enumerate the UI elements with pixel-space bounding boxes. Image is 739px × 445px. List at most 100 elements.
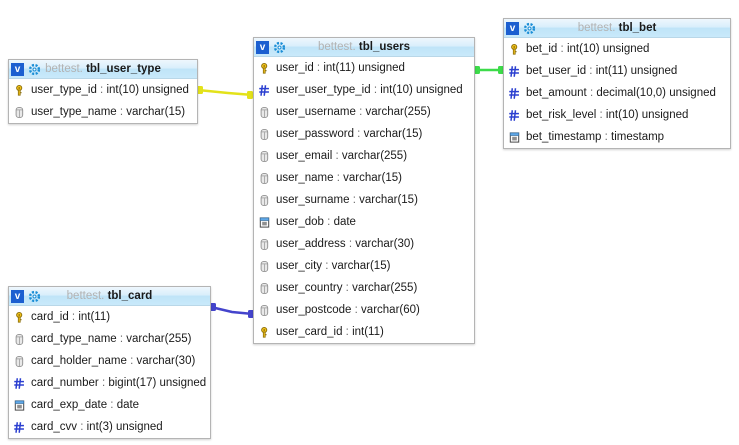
hash-icon bbox=[508, 87, 521, 100]
field-row-card_id[interactable]: card_id : int(11) bbox=[9, 306, 210, 328]
field-type: varchar(15) bbox=[359, 194, 418, 206]
field-row-bet_timestamp[interactable]: bet_timestamp : timestamp bbox=[504, 126, 730, 148]
field-label: user_type_name : varchar(15) bbox=[31, 106, 185, 118]
field-label: user_surname : varchar(15) bbox=[276, 194, 418, 206]
field-type: timestamp bbox=[611, 131, 665, 143]
table-name: tbl_card bbox=[107, 289, 153, 302]
field-type: varchar(15) bbox=[343, 172, 402, 184]
field-row-card_cvv[interactable]: card_cvv : int(3) unsigned bbox=[9, 416, 210, 438]
field-type: int(11) unsigned bbox=[595, 65, 678, 77]
field-separator: : bbox=[98, 377, 109, 389]
field-row-user_dob[interactable]: user_dob : date bbox=[254, 211, 474, 233]
key-icon bbox=[258, 62, 271, 75]
field-row-bet_amount[interactable]: bet_amount : decimal(10,0) unsigned bbox=[504, 82, 730, 104]
field-label: bet_amount : decimal(10,0) unsigned bbox=[526, 87, 716, 99]
field-row-user_username[interactable]: user_username : varchar(255) bbox=[254, 101, 474, 123]
field-type: varchar(60) bbox=[361, 304, 420, 316]
gear-icon[interactable] bbox=[273, 41, 286, 54]
table-title-tbl_users: bettest. tbl_users bbox=[254, 38, 474, 57]
field-row-card_number[interactable]: card_number : bigint(17) unsigned bbox=[9, 372, 210, 394]
field-label: card_exp_date : date bbox=[31, 399, 139, 411]
field-separator: : bbox=[349, 194, 360, 206]
field-separator: : bbox=[68, 311, 79, 323]
field-type: varchar(255) bbox=[341, 150, 408, 162]
column-icon bbox=[258, 150, 271, 163]
field-row-user_name[interactable]: user_name : varchar(15) bbox=[254, 167, 474, 189]
field-type: int(3) unsigned bbox=[86, 421, 163, 433]
field-label: card_id : int(11) bbox=[31, 311, 110, 323]
column-icon bbox=[258, 282, 271, 295]
field-type: date bbox=[333, 216, 356, 228]
field-name: card_type_name bbox=[31, 333, 117, 345]
column-icon bbox=[258, 304, 271, 317]
gear-icon[interactable] bbox=[28, 63, 41, 76]
field-row-card_type_name[interactable]: card_type_name : varchar(255) bbox=[9, 328, 210, 350]
field-label: card_cvv : int(3) unsigned bbox=[31, 421, 163, 433]
field-name: bet_amount bbox=[526, 87, 587, 99]
field-row-user_country[interactable]: user_country : varchar(255) bbox=[254, 277, 474, 299]
gear-icon[interactable] bbox=[28, 290, 41, 303]
field-row-card_exp_date[interactable]: card_exp_date : date bbox=[9, 394, 210, 416]
field-separator: : bbox=[322, 260, 332, 272]
field-row-user_type_id[interactable]: user_type_id : int(10) unsigned bbox=[9, 79, 197, 101]
hash-icon bbox=[508, 109, 521, 122]
field-row-card_holder_name[interactable]: card_holder_name : varchar(30) bbox=[9, 350, 210, 372]
field-row-user_password[interactable]: user_password : varchar(15) bbox=[254, 123, 474, 145]
column-icon bbox=[258, 128, 271, 141]
field-name: card_number bbox=[31, 377, 99, 389]
field-row-user_type_name[interactable]: user_type_name : varchar(15) bbox=[9, 101, 197, 123]
relationship-rel-card-user[interactable] bbox=[210, 303, 254, 318]
field-row-user_city[interactable]: user_city : varchar(15) bbox=[254, 255, 474, 277]
key-icon bbox=[508, 43, 521, 56]
field-type: decimal(10,0) unsigned bbox=[596, 87, 716, 99]
field-label: bet_user_id : int(11) unsigned bbox=[526, 65, 677, 77]
column-icon bbox=[258, 260, 271, 273]
field-row-user_id[interactable]: user_id : int(11) unsigned bbox=[254, 57, 474, 79]
field-type: int(10) unsigned bbox=[106, 84, 189, 96]
field-type: int(10) unsigned bbox=[566, 43, 650, 55]
field-row-bet_user_id[interactable]: bet_user_id : int(11) unsigned bbox=[504, 60, 730, 82]
field-separator: : bbox=[601, 131, 612, 143]
field-name: user_card_id bbox=[276, 326, 343, 338]
field-separator: : bbox=[332, 150, 342, 162]
field-row-user_email[interactable]: user_email : varchar(255) bbox=[254, 145, 474, 167]
relationship-rel-user-type[interactable] bbox=[197, 86, 254, 99]
field-separator: : bbox=[333, 172, 344, 184]
field-row-user_address[interactable]: user_address : varchar(30) bbox=[254, 233, 474, 255]
field-type: int(10) unsigned bbox=[380, 84, 463, 96]
field-type: varchar(30) bbox=[355, 238, 415, 250]
v-badge-icon: v bbox=[11, 62, 24, 76]
field-type: varchar(30) bbox=[136, 355, 196, 367]
field-row-user_card_id[interactable]: user_card_id : int(11) bbox=[254, 321, 474, 343]
field-type: int(11) bbox=[78, 311, 111, 323]
field-label: user_postcode : varchar(60) bbox=[276, 304, 420, 316]
field-label: card_type_name : varchar(255) bbox=[31, 333, 191, 345]
field-row-user_postcode[interactable]: user_postcode : varchar(60) bbox=[254, 299, 474, 321]
field-separator: : bbox=[586, 65, 596, 77]
hash-icon bbox=[258, 84, 271, 97]
field-separator: : bbox=[596, 109, 606, 121]
table-name: tbl_user_type bbox=[86, 62, 161, 75]
field-separator: : bbox=[126, 355, 137, 367]
field-row-user_surname[interactable]: user_surname : varchar(15) bbox=[254, 189, 474, 211]
gear-icon[interactable] bbox=[523, 22, 536, 35]
schema-prefix: bettest. bbox=[66, 289, 105, 302]
field-row-user_user_type_id[interactable]: user_user_type_id : int(10) unsigned bbox=[254, 79, 474, 101]
field-row-bet_id[interactable]: bet_id : int(10) unsigned bbox=[504, 38, 730, 60]
hash-icon bbox=[13, 421, 26, 434]
relationship-rel-user-bet[interactable] bbox=[474, 66, 504, 74]
column-icon bbox=[258, 172, 271, 185]
field-name: user_city bbox=[276, 260, 323, 272]
field-name: user_username bbox=[276, 106, 356, 118]
v-badge-icon: v bbox=[256, 40, 269, 54]
field-row-bet_risk_level[interactable]: bet_risk_level : int(10) unsigned bbox=[504, 104, 730, 126]
